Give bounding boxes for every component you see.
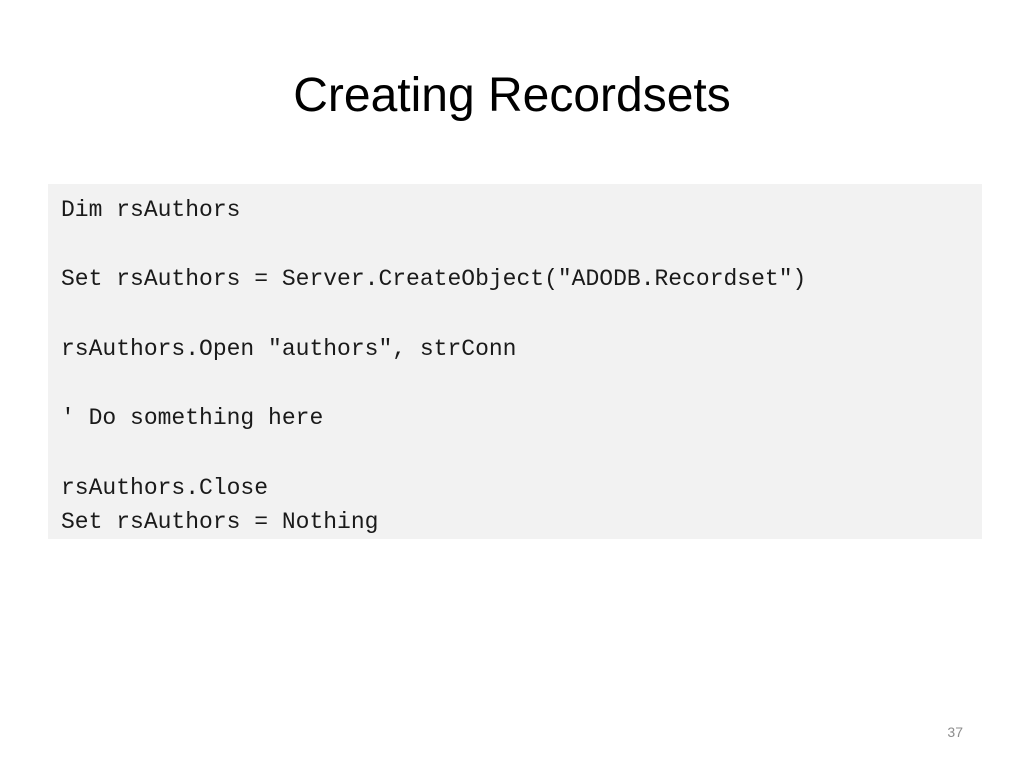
code-line-2: Set rsAuthors = Server.CreateObject("ADO… [61, 266, 807, 292]
code-line-1: Dim rsAuthors [61, 197, 241, 223]
slide-title: Creating Recordsets [293, 69, 731, 122]
code-line-4: ' Do something here [61, 405, 324, 431]
code-block: Dim rsAuthors Set rsAuthors = Server.Cre… [48, 184, 982, 539]
code-line-3: rsAuthors.Open "authors", strConn [61, 336, 517, 362]
page-number: 37 [947, 724, 963, 740]
code-line-5: rsAuthors.Close [61, 475, 269, 501]
code-line-6: Set rsAuthors = Nothing [61, 509, 379, 535]
